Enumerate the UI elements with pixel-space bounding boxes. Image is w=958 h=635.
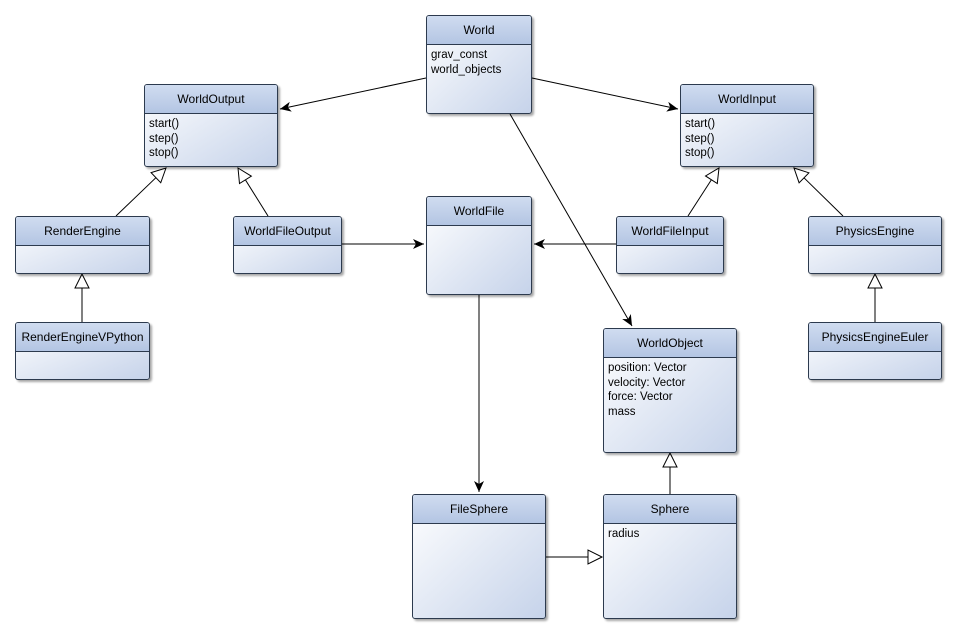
- inheritance-world-file-input-to-world-input: [687, 167, 720, 217]
- class-render-engine[interactable]: RenderEngine: [15, 216, 150, 274]
- inheritance-line: [115, 177, 157, 217]
- inheritance-line: [244, 179, 269, 217]
- class-name: FileSphere: [413, 495, 545, 524]
- inheritance-world-file-output-to-world-output: [237, 167, 269, 217]
- association-world-to-world-output: [279, 77, 427, 112]
- relations-layer: [74, 77, 883, 565]
- class-member: start(): [685, 118, 716, 130]
- class-world-file-input[interactable]: WorldFileInput: [616, 216, 724, 274]
- class-physics-engine-euler[interactable]: PhysicsEngineEuler: [808, 322, 942, 380]
- inheritance-render-engine-vpython-to-render-engine: [74, 272, 90, 322]
- class-members: [234, 246, 341, 252]
- class-member: velocity: Vector: [608, 376, 686, 389]
- association-arrow: [279, 77, 427, 112]
- class-world[interactable]: World grav_const world_objects: [426, 15, 532, 114]
- inheritance-line: [687, 179, 712, 217]
- inheritance-triangle-icon: [150, 167, 167, 184]
- class-world-object[interactable]: WorldObject position: Vector velocity: Vec…: [603, 328, 737, 453]
- class-members: [413, 524, 545, 530]
- class-members: [809, 246, 941, 252]
- class-name: WorldOutput: [145, 85, 277, 114]
- class-name: PhysicsEngine: [809, 217, 941, 246]
- association-arrow: [531, 77, 679, 112]
- class-member: world_objects: [431, 63, 502, 76]
- class-world-file-output[interactable]: WorldFileOutput: [233, 216, 342, 274]
- class-member: stop(): [685, 147, 715, 159]
- class-member: position: Vector: [608, 362, 687, 374]
- class-members: grav_const world_objects: [427, 45, 531, 80]
- class-world-input[interactable]: WorldInput start() step() stop(): [680, 84, 814, 167]
- class-member: start(): [149, 118, 180, 130]
- class-member: step(): [685, 132, 715, 145]
- class-name: WorldObject: [604, 329, 736, 358]
- class-name: WorldFile: [427, 197, 531, 226]
- class-member: step(): [149, 132, 179, 145]
- association-world-to-world-input: [531, 77, 679, 112]
- inheritance-physics-engine-euler-to-physics-engine: [867, 272, 883, 322]
- class-members: [809, 352, 941, 358]
- inheritance-triangle-icon: [793, 167, 810, 184]
- class-sphere[interactable]: Sphere radius: [603, 494, 737, 619]
- class-world-file[interactable]: WorldFile: [426, 196, 532, 295]
- inheritance-line: [803, 177, 844, 217]
- inheritance-render-engine-to-world-output: [115, 167, 167, 217]
- class-name: WorldFileInput: [617, 217, 723, 246]
- class-members: [617, 246, 723, 252]
- inheritance-triangle-icon: [704, 167, 720, 185]
- class-member: stop(): [149, 147, 179, 159]
- class-members: start() step() stop(): [145, 114, 277, 164]
- inheritance-triangle-icon: [662, 451, 678, 468]
- inheritance-triangle-icon: [587, 549, 604, 565]
- class-name: WorldInput: [681, 85, 813, 114]
- inheritance-triangle-icon: [867, 272, 883, 289]
- inheritance-physics-engine-to-world-input: [793, 167, 844, 217]
- association-arrow: [509, 113, 633, 327]
- class-name: PhysicsEngineEuler: [809, 323, 941, 352]
- class-file-sphere[interactable]: FileSphere: [412, 494, 546, 619]
- class-member: force: Vector: [608, 391, 673, 403]
- class-name: RenderEngineVPython: [16, 323, 149, 352]
- class-name: World: [427, 16, 531, 45]
- class-name: WorldFileOutput: [234, 217, 341, 246]
- class-members: radius: [604, 524, 736, 545]
- class-name: Sphere: [604, 495, 736, 524]
- class-member: mass: [608, 405, 636, 418]
- class-member: grav_const: [431, 49, 488, 61]
- class-members: [16, 246, 149, 252]
- inheritance-file-sphere-to-sphere: [546, 549, 604, 565]
- inheritance-triangle-icon: [74, 272, 90, 289]
- class-members: [16, 352, 149, 358]
- class-render-engine-vpython[interactable]: RenderEngineVPython: [15, 322, 150, 380]
- association-world-to-world-object: [509, 113, 633, 327]
- class-world-output[interactable]: WorldOutput start() step() stop(): [144, 84, 278, 167]
- inheritance-sphere-to-world-object: [662, 451, 678, 494]
- class-members: [427, 226, 531, 232]
- inheritance-triangle-icon: [237, 167, 253, 185]
- class-member: radius: [608, 528, 640, 540]
- class-members: position: Vector velocity: Vector force: V…: [604, 358, 736, 422]
- class-members: start() step() stop(): [681, 114, 813, 164]
- class-name: RenderEngine: [16, 217, 149, 246]
- class-physics-engine[interactable]: PhysicsEngine: [808, 216, 942, 274]
